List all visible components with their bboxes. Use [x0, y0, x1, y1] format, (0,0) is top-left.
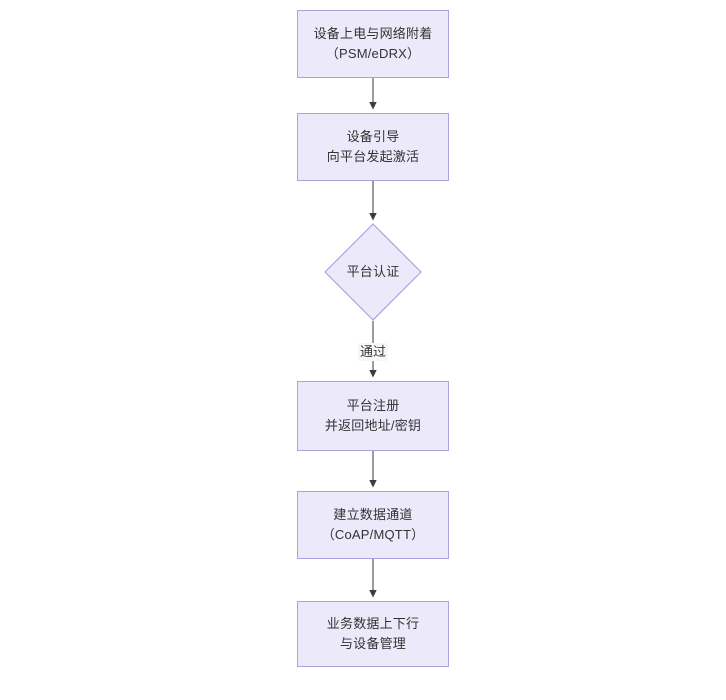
node-label-n5: 建立数据通道（CoAP/MQTT）	[321, 507, 425, 542]
node-platform-registration[interactable]: 平台注册并返回地址/密钥	[297, 381, 449, 451]
node-label-n6: 业务数据上下行与设备管理	[326, 616, 420, 651]
node-label-n3: 平台认证	[346, 264, 400, 279]
node-business-data-and-device-management[interactable]: 业务数据上下行与设备管理	[297, 601, 449, 667]
node-device-bootstrap[interactable]: 设备引导向平台发起激活	[297, 113, 449, 181]
edge-label-pass: 通过	[357, 343, 389, 361]
node-label-n4: 平台注册并返回地址/密钥	[324, 398, 422, 433]
node-label-n2: 设备引导向平台发起激活	[326, 129, 420, 164]
diamond-shape	[324, 223, 422, 321]
node-device-power-on[interactable]: 设备上电与网络附着（PSM/eDRX）	[297, 10, 449, 78]
node-label-n1: 设备上电与网络附着（PSM/eDRX）	[313, 26, 433, 61]
node-establish-data-channel[interactable]: 建立数据通道（CoAP/MQTT）	[297, 491, 449, 559]
node-platform-authentication[interactable]: 平台认证	[324, 223, 422, 321]
